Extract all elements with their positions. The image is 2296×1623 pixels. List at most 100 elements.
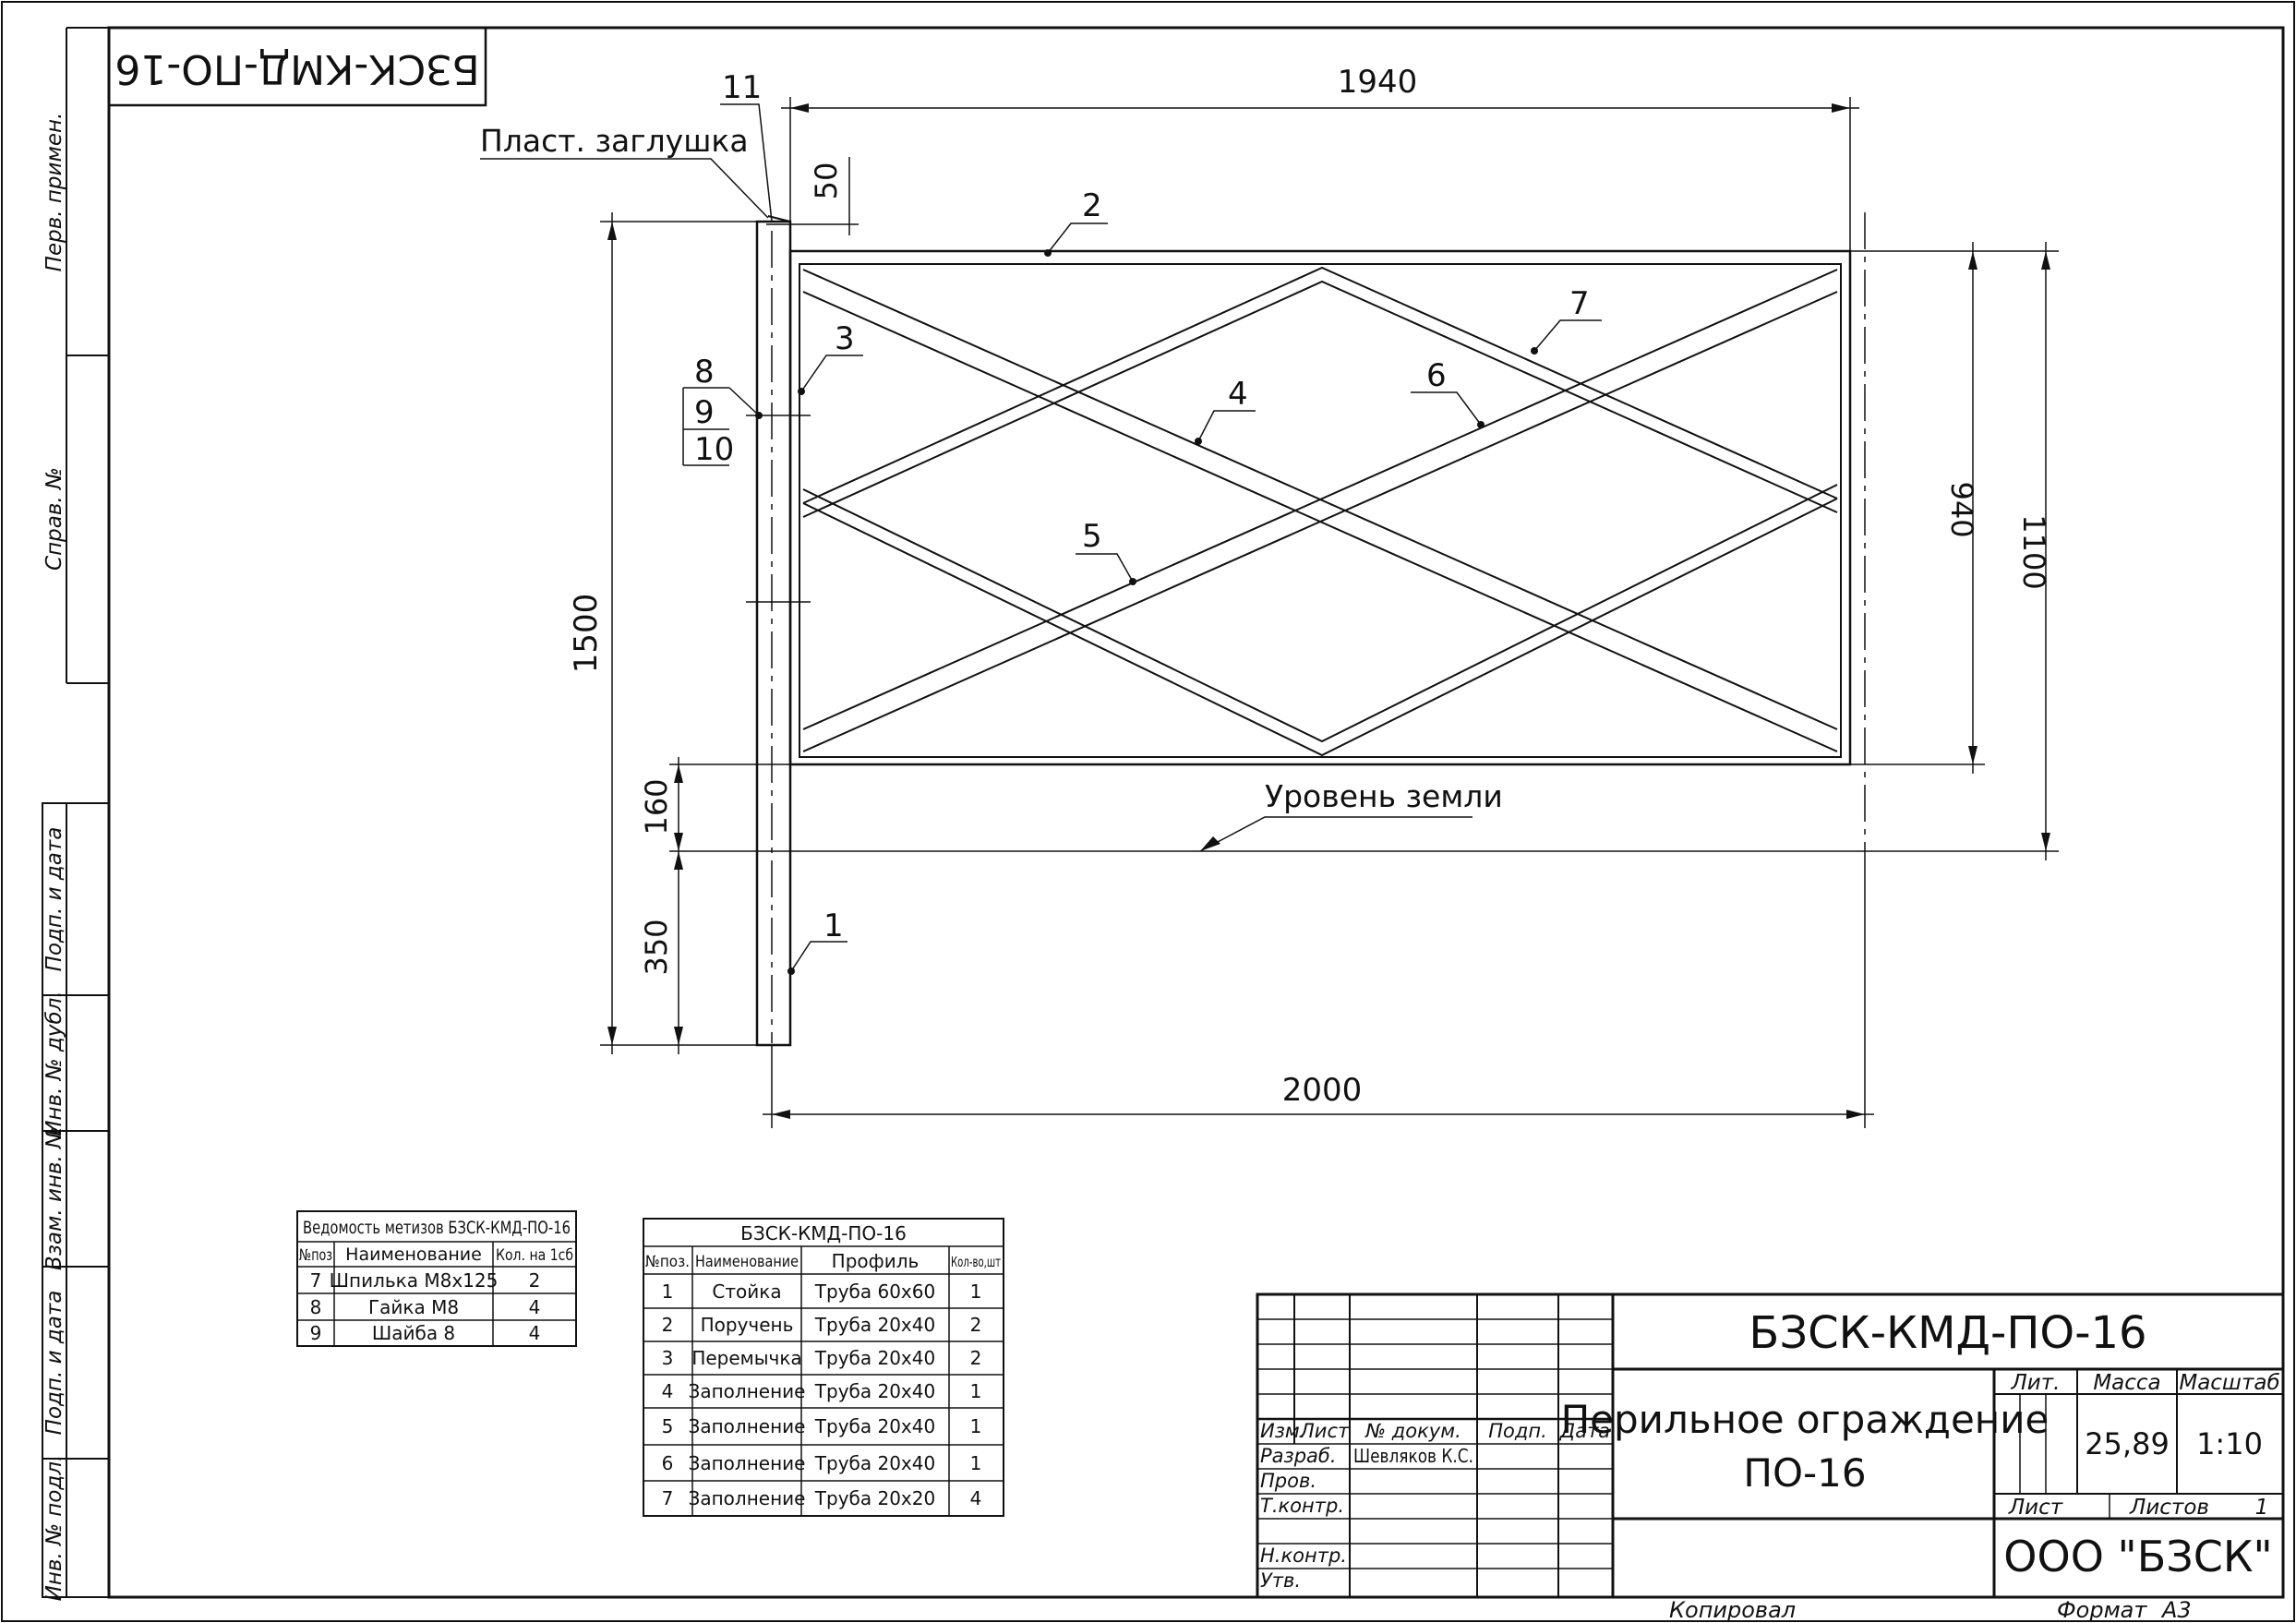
copied-by-label: Копировал [1669,1597,1796,1623]
title-block-row-labels: Разраб. Пров. Т.контр. Н.контр. Утв. [1260,1445,1347,1592]
mass-value: 25,89 [2085,1426,2170,1461]
table-cell: 2 [662,1314,674,1336]
side-label-inv-podl: Инв. № подл. [42,1455,66,1602]
callout-6: 6 [1426,357,1447,394]
table-cell: Заполнение [689,1452,806,1474]
title-block-grid [1256,1292,2285,1599]
parts-header-name: Наименование [695,1253,799,1271]
row-label-razrab: Разраб. [1260,1445,1337,1467]
callout-leaders [480,103,1602,975]
table-cell: 2 [970,1314,982,1336]
table-cell: 4 [529,1296,541,1318]
dim-width-top: 1940 [1338,64,1418,101]
parts-table-title: БЗСК-КМД-ПО-16 [740,1222,907,1244]
table-cell: 1 [662,1280,674,1303]
callout-1: 1 [823,908,844,944]
col-label-doc: № докум. [1364,1420,1461,1442]
dim-gap-160: 160 [639,778,674,835]
developer-name: Шевляков К.С. [1353,1445,1473,1467]
side-label-podp-data-1: Подп. и дата [42,827,66,972]
row-label-tkontr: Т.контр. [1260,1495,1344,1517]
table-cell: 1 [970,1380,982,1402]
dim-width-bottom: 2000 [1282,1072,1363,1109]
stamp-code-inverted: БЗСК-КМД-ПО-16 [114,45,479,92]
callout-2: 2 [1082,187,1102,224]
callout-7: 7 [1569,285,1590,322]
table-cell: Труба 60х60 [814,1280,935,1303]
col-label-izm: Изм. [1260,1420,1305,1442]
plug-label: Пласт. заглушка [480,123,749,159]
title-block-code: БЗСК-КМД-ПО-16 [1749,1307,2146,1359]
dim-embed-350: 350 [639,919,674,975]
table-cell: Стойка [712,1280,781,1303]
scale-value: 1:10 [2196,1426,2263,1461]
dim-height-above-post: 1100 [2016,514,2051,589]
table-cell: Труба 20х40 [814,1314,935,1336]
callout-11: 11 [722,69,762,106]
title-block-name-line1: Перильное ограждение [1561,1397,2050,1442]
parts-header-pos: №поз. [645,1253,690,1271]
title-block-name-line2: ПО-16 [1743,1450,1866,1496]
scale-label: Масштаб [2179,1371,2279,1395]
row-label-nkontr: Н.контр. [1260,1545,1347,1567]
infill-6-5 [802,269,1838,752]
frame-inner [799,263,1842,758]
hardware-header-qty: Кол. на 1сб [496,1246,573,1265]
table-cell: 5 [662,1415,674,1437]
table-cell: Шайба 8 [372,1322,455,1344]
callout-3: 3 [835,320,855,357]
title-block-col-labels: Изм. Лист № докум. Подп. Дата [1260,1420,1610,1442]
dim-height-total: 1500 [568,594,605,674]
table-cell: 1 [970,1280,982,1303]
sheet-label: Лист [2008,1496,2063,1520]
company-name: ООО "БЗСК" [2003,1532,2272,1581]
col-label-podp: Подп. [1488,1420,1547,1442]
table-cell: Гайка М8 [368,1296,459,1318]
parts-header-profile: Профиль [832,1250,920,1272]
post [755,220,792,1047]
side-label-inv-dubl: Инв. № дубл. [42,991,66,1136]
table-cell: 2 [529,1269,541,1292]
table-cell: Перемычка [691,1347,801,1369]
sheets-value: 1 [2255,1496,2269,1520]
table-cell: Шпилька М8х125 [330,1269,499,1292]
mass-label: Масса [2093,1371,2160,1395]
table-cell: Поручень [701,1314,794,1336]
table-cell: 4 [529,1322,541,1344]
parts-table-grid [643,1218,1004,1517]
table-cell: 9 [310,1322,322,1344]
table-cell: 2 [970,1347,982,1369]
hardware-table-rows: 7 Шпилька М8х125 2 8 Гайка М8 4 9 Шайба … [310,1269,541,1344]
hardware-header-name: Наименование [345,1244,482,1265]
parts-table-rows: 1 Стойка Труба 60х60 1 2 Поручень Труба … [662,1280,982,1509]
side-label-perv-primen: Перв. примен. [42,113,66,272]
hardware-table-grid [296,1210,577,1347]
lit-label: Лит. [2011,1371,2061,1395]
table-cell: 3 [662,1347,674,1369]
format-value: А3 [2160,1597,2192,1623]
table-cell: Заполнение [689,1415,806,1437]
callout-4: 4 [1228,376,1248,413]
side-label-sprav-no: Справ. № [42,467,66,571]
hardware-header-pos: №поз [299,1246,332,1265]
callout-9: 9 [694,394,715,431]
col-label-list: Лист [1299,1420,1350,1442]
table-cell: Труба 20х20 [814,1487,935,1509]
infill-7-diamond [802,266,1838,757]
table-cell: Труба 20х40 [814,1415,935,1437]
table-cell: 4 [970,1487,982,1509]
side-label-podp-data-2: Подп. и дата [42,1291,66,1436]
table-cell: Труба 20х40 [814,1380,935,1402]
ground-label: Уровень земли [1265,778,1503,814]
table-cell: Труба 20х40 [814,1452,935,1474]
col-label-data: Дата [1559,1420,1610,1442]
table-cell: Заполнение [689,1380,806,1402]
hardware-table-title: Ведомость метизов БЗСК-КМД-ПО-16 [303,1218,571,1238]
callout-10: 10 [694,431,734,468]
railing-view [746,212,1866,1047]
format-label: Формат [2057,1597,2147,1623]
callout-8: 8 [694,354,715,391]
table-cell: 1 [970,1415,982,1437]
